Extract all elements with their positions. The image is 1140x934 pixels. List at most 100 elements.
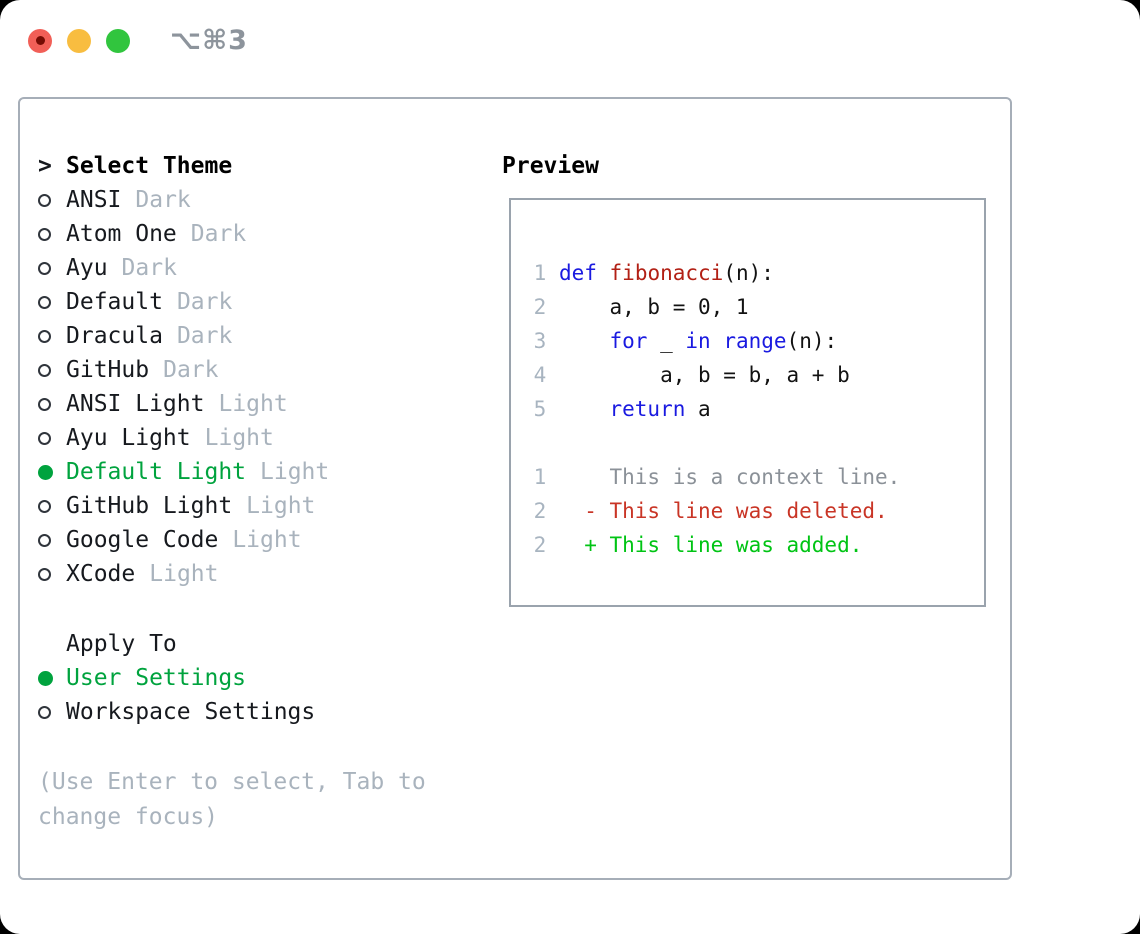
radio-marker bbox=[38, 227, 66, 241]
line-number: 2 bbox=[533, 533, 547, 557]
apply-to-title: Apply To bbox=[66, 631, 177, 657]
theme-option-ansi-light[interactable]: ANSI Light Light bbox=[38, 387, 329, 421]
radio-marker bbox=[38, 670, 66, 686]
theme-option-xcode[interactable]: XCode Light bbox=[38, 557, 329, 591]
code-line: 5 return a bbox=[521, 392, 984, 426]
code-token: for bbox=[609, 329, 648, 353]
select-theme-title: Select Theme bbox=[66, 153, 233, 179]
line-number: 2 bbox=[533, 499, 547, 523]
apply-to-heading-row: Apply To bbox=[38, 627, 315, 661]
radio-icon bbox=[38, 261, 51, 275]
line-number: 1 bbox=[533, 465, 547, 489]
code-line: 2 - This line was deleted. bbox=[521, 494, 984, 528]
maximize-button[interactable] bbox=[106, 28, 130, 53]
apply-option-label: Workspace Settings bbox=[66, 699, 316, 725]
titlebar: ⌥⌘3 bbox=[28, 25, 248, 56]
theme-name: XCode bbox=[66, 561, 136, 587]
theme-name: ANSI Light bbox=[66, 391, 205, 417]
code-token: range bbox=[723, 329, 787, 353]
apply-option-user-settings[interactable]: User Settings bbox=[38, 661, 315, 695]
radio-icon bbox=[38, 363, 51, 377]
code-token: - This line was deleted. bbox=[546, 499, 888, 523]
code-token: _ bbox=[647, 329, 686, 353]
theme-option-ayu-light[interactable]: Ayu Light Light bbox=[38, 421, 329, 455]
code-token: This is a context line. bbox=[546, 465, 901, 489]
radio-marker bbox=[38, 363, 66, 377]
theme-variant: Light bbox=[246, 493, 316, 519]
radio-icon bbox=[38, 227, 51, 241]
select-theme-heading-row: > Select Theme bbox=[38, 149, 329, 183]
theme-option-ansi[interactable]: ANSI Dark bbox=[38, 183, 329, 217]
code-token bbox=[546, 397, 609, 421]
code-token bbox=[597, 261, 610, 285]
theme-variant: Dark bbox=[121, 255, 177, 281]
line-number: 5 bbox=[533, 397, 547, 421]
theme-option-github[interactable]: GitHub Dark bbox=[38, 353, 329, 387]
radio-icon bbox=[38, 533, 51, 547]
theme-variant: Light bbox=[260, 459, 330, 485]
cursor-marker: > bbox=[38, 153, 66, 179]
close-button[interactable] bbox=[28, 28, 52, 53]
code-token bbox=[546, 261, 559, 285]
minimize-button[interactable] bbox=[67, 28, 91, 53]
theme-variant: Light bbox=[149, 561, 219, 587]
code-token: (n): bbox=[786, 329, 838, 353]
theme-name: ANSI bbox=[66, 187, 122, 213]
code-token: in bbox=[685, 329, 711, 353]
radio-marker bbox=[38, 431, 66, 445]
code-token: a, b = b, a + b bbox=[546, 363, 850, 387]
radio-selected-icon bbox=[38, 670, 53, 686]
code-token bbox=[711, 329, 724, 353]
theme-name: Ayu Light bbox=[66, 425, 191, 451]
theme-name: Default bbox=[66, 289, 163, 315]
unsaved-changes-dot-icon bbox=[35, 36, 45, 45]
cursor-icon: > bbox=[38, 153, 52, 179]
theme-name: Dracula bbox=[66, 323, 163, 349]
radio-marker bbox=[38, 397, 66, 411]
theme-option-github-light[interactable]: GitHub Light Light bbox=[38, 489, 329, 523]
line-number: 1 bbox=[533, 261, 547, 285]
radio-marker bbox=[38, 567, 66, 581]
preview-heading: Preview bbox=[502, 153, 599, 179]
code-line: 2 a, b = 0, 1 bbox=[521, 290, 984, 324]
code-line: 3 for _ in range(n): bbox=[521, 324, 984, 358]
radio-icon bbox=[38, 329, 51, 343]
code-token: def bbox=[558, 261, 597, 285]
code-line: 1 This is a context line. bbox=[521, 460, 984, 494]
apply-option-workspace-settings[interactable]: Workspace Settings bbox=[38, 695, 315, 729]
line-number: 2 bbox=[533, 295, 547, 319]
code-line bbox=[521, 426, 984, 460]
keyboard-shortcut-label: ⌥⌘3 bbox=[170, 25, 248, 56]
theme-variant: Light bbox=[232, 527, 302, 553]
code-token: a, b = 0, 1 bbox=[546, 295, 749, 319]
theme-variant: Dark bbox=[135, 187, 191, 213]
apply-option-label: User Settings bbox=[66, 665, 247, 691]
radio-marker bbox=[38, 705, 66, 719]
radio-marker bbox=[38, 193, 66, 207]
radio-marker bbox=[38, 329, 66, 343]
radio-marker bbox=[38, 464, 66, 480]
code-line: 1 def fibonacci(n): bbox=[521, 256, 984, 290]
theme-variant: Light bbox=[218, 391, 288, 417]
theme-name: GitHub Light bbox=[66, 493, 233, 519]
radio-marker bbox=[38, 295, 66, 309]
theme-variant: Dark bbox=[163, 357, 219, 383]
code-token: a bbox=[685, 397, 711, 421]
theme-name: GitHub bbox=[66, 357, 150, 383]
line-number: 4 bbox=[533, 363, 547, 387]
radio-selected-icon bbox=[38, 464, 53, 480]
theme-variant: Light bbox=[204, 425, 274, 451]
radio-icon bbox=[38, 193, 51, 207]
radio-icon bbox=[38, 567, 51, 581]
code-token bbox=[546, 329, 609, 353]
code-line: 2 + This line was added. bbox=[521, 528, 984, 562]
